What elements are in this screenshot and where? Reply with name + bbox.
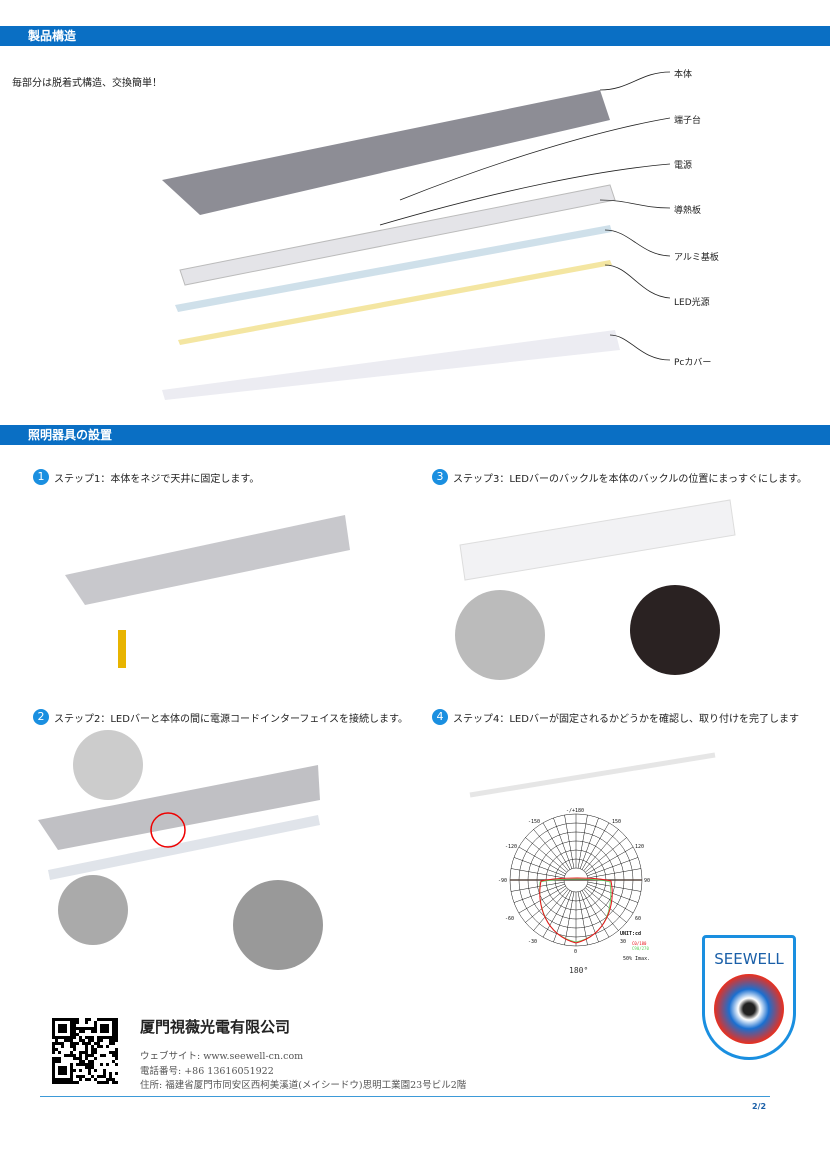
grid-spoke <box>518 846 566 875</box>
svg-text:C0/180: C0/180 <box>632 941 647 946</box>
part-label-pc-cover: Pcカバー <box>674 358 712 368</box>
step4-illustration <box>469 752 716 798</box>
part-label-led: LED光源 <box>674 298 710 308</box>
part-label-body: 本体 <box>674 70 693 80</box>
grid-spoke <box>587 881 642 892</box>
grid-spoke <box>525 887 567 923</box>
svg-text:-120: -120 <box>505 844 517 850</box>
grid-spoke <box>533 889 569 931</box>
angle-label: -/+180 <box>566 808 584 814</box>
divider <box>40 1096 770 1097</box>
grid-spoke <box>581 890 610 938</box>
svg-text:-60: -60 <box>505 916 514 922</box>
grid-spoke <box>510 881 565 892</box>
svg-text:60: 60 <box>635 916 641 922</box>
grid-spoke <box>586 846 634 875</box>
svg-text:0: 0 <box>574 949 577 955</box>
grid-spoke <box>579 817 599 869</box>
svg-text:C90/270: C90/270 <box>632 946 649 951</box>
step3-illustration <box>455 499 736 680</box>
svg-text:120: 120 <box>635 844 644 850</box>
grid-spoke <box>577 891 588 946</box>
grid-spoke <box>542 890 571 938</box>
seewell-logo: SEEWELL <box>702 935 796 1060</box>
part-label-aluminum-board: アルミ基板 <box>674 253 719 263</box>
svg-text:30: 30 <box>620 939 626 945</box>
svg-text:50% Imax.: 50% Imax. <box>623 956 650 962</box>
polar-chart: -/+180 150 120 90 60 30 0 -30 -60 -90 -1… <box>498 808 650 975</box>
section-header-installation: 照明器具の設置 <box>0 425 830 445</box>
part-label-heat-plate: 導熱板 <box>674 206 702 216</box>
address: 住所: 福建省厦門市同安区西柯美溪道(メイシードウ)思明工業園23号ビル2階 <box>140 1080 467 1091</box>
grid-spoke <box>583 829 619 871</box>
grid-spoke <box>513 857 565 877</box>
svg-text:UNIT:cd: UNIT:cd <box>620 931 641 937</box>
grid-spoke <box>585 887 627 923</box>
qr-code <box>52 1018 118 1084</box>
exploded-view-illustration <box>162 71 670 400</box>
company-name: 厦門視薇光電有限公司 <box>140 1018 291 1036</box>
svg-text:150: 150 <box>612 819 621 825</box>
page-number: 2/2 <box>752 1102 767 1111</box>
svg-text:-90: -90 <box>498 878 507 884</box>
grid-spoke <box>587 857 639 877</box>
grid-spoke <box>586 885 634 914</box>
svg-text:-30: -30 <box>528 939 537 945</box>
svg-text:90: 90 <box>644 878 650 884</box>
grid-spoke <box>510 868 565 879</box>
part-label-power: 電源 <box>674 161 693 171</box>
grid-spoke <box>579 891 599 943</box>
grid-spoke <box>564 814 575 869</box>
section-header-structure: 製品構造 <box>0 26 830 46</box>
grid-spoke <box>525 837 567 873</box>
website: ウェブサイト: www.seewell-cn.com <box>140 1051 304 1062</box>
tagline: 毎部分は脱着式構造、交換簡単！ <box>12 78 162 89</box>
grid-spoke <box>587 868 642 879</box>
step1-illustration <box>65 515 350 668</box>
grid-spoke <box>533 829 569 871</box>
eye-emblem-icon <box>714 974 784 1044</box>
part-label-terminal: 端子台 <box>674 116 702 126</box>
grid-spoke <box>542 822 571 870</box>
svg-text:180°: 180° <box>569 966 588 975</box>
phone: 電話番号: +86 13616051922 <box>140 1066 274 1077</box>
grid-spoke <box>583 889 619 931</box>
grid-spoke <box>581 822 610 870</box>
grid-spoke <box>585 837 627 873</box>
grid-spoke <box>518 885 566 914</box>
grid-spoke <box>564 891 575 946</box>
grid-spoke <box>553 891 573 943</box>
grid-spoke <box>577 814 588 869</box>
grid-spoke <box>553 817 573 869</box>
svg-text:-150: -150 <box>528 819 540 825</box>
step2-illustration <box>38 730 323 970</box>
